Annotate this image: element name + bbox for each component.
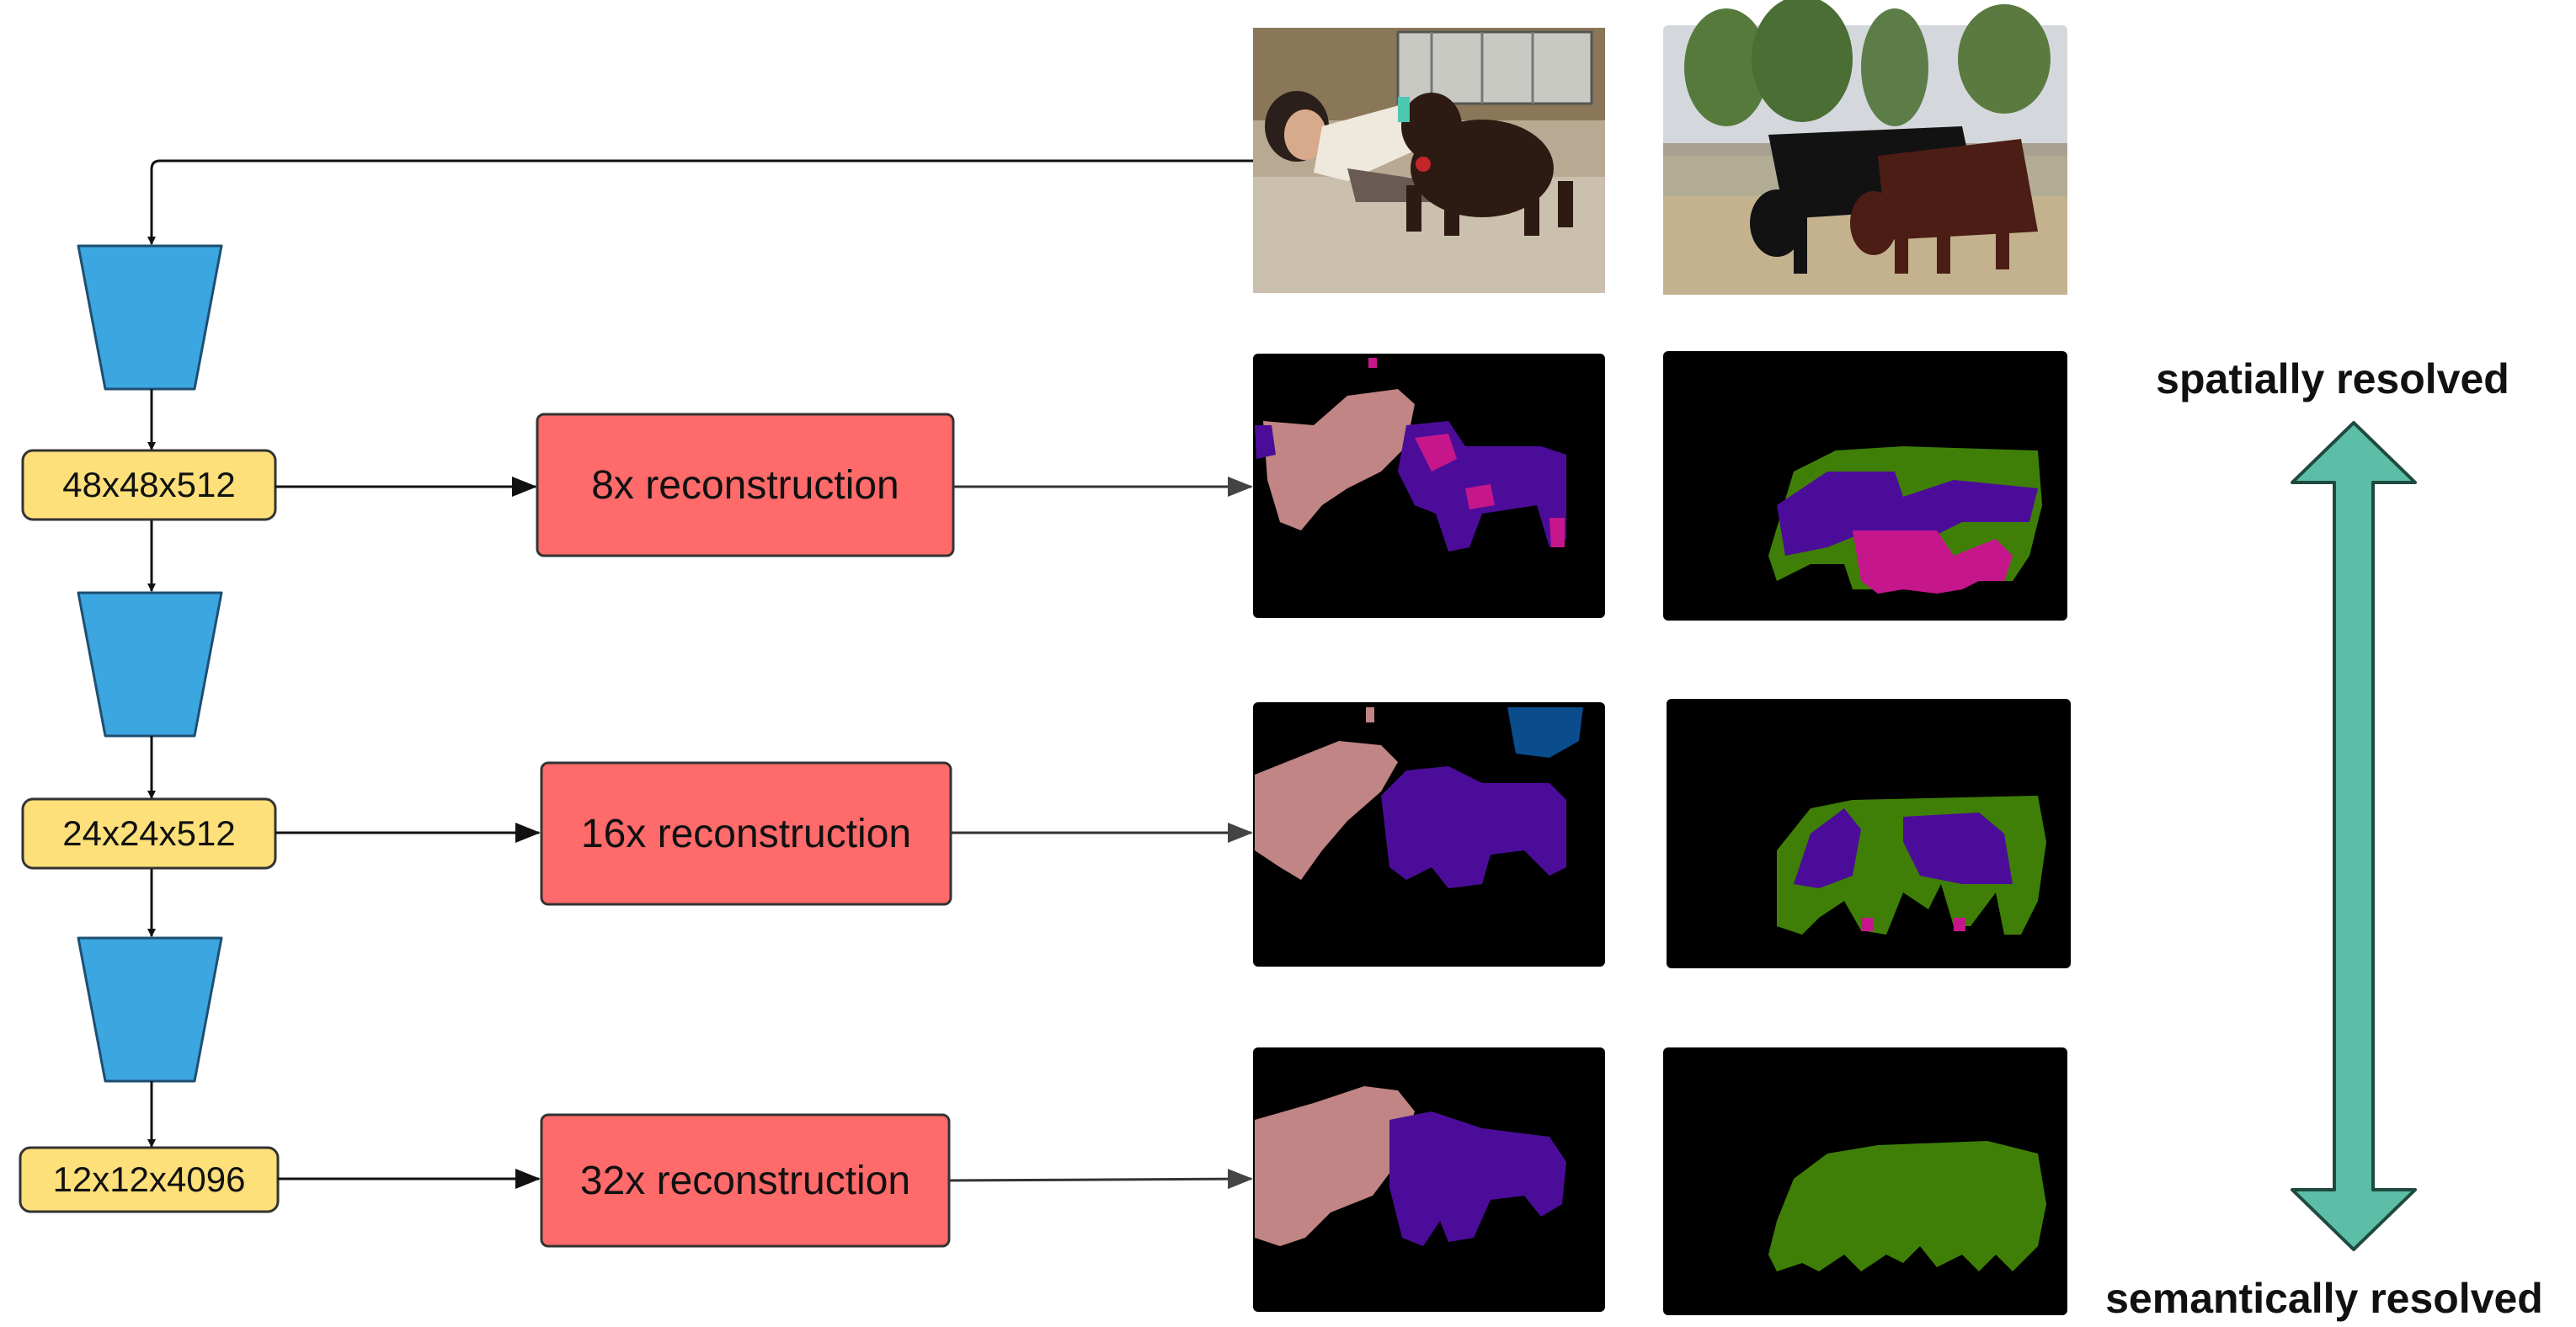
feature-label-1: 48x48x512 [62, 465, 236, 504]
segmentation-8x-cows [1663, 351, 2067, 621]
feature-to-recon-arrows [275, 477, 541, 1189]
feature-box-1 [21, 449, 277, 521]
segmentation-32x-dog [1253, 1047, 1605, 1312]
recon-box-8x [536, 413, 955, 557]
recon-label-32x: 32x reconstruction [579, 1158, 911, 1203]
encoder-block-1 [77, 244, 223, 391]
resolution-double-arrow [2291, 421, 2417, 1251]
recon-to-output-arrows [948, 477, 1253, 1190]
segmentation-16x-dog [1253, 702, 1605, 967]
recon-label-16x: 16x reconstruction [580, 811, 912, 856]
encoder-block-2 [77, 591, 223, 738]
segmentation-32x-cows [1663, 1047, 2067, 1315]
recon-label-8x: 8x reconstruction [591, 462, 899, 508]
segmentation-16x-cows [1667, 699, 2071, 968]
input-image-cows [1663, 0, 2067, 295]
axis-label-bottom: semantically resolved [2105, 1275, 2543, 1322]
encoder-block-3 [77, 936, 223, 1083]
segmentation-8x-dog [1253, 354, 1605, 618]
feature-label-2: 24x24x512 [62, 813, 236, 853]
input-image-dog [1253, 28, 1605, 293]
flow-arrows [147, 159, 1253, 1148]
feature-label-3: 12x12x4096 [52, 1159, 246, 1199]
axis-label-top: spatially resolved [2156, 355, 2509, 402]
